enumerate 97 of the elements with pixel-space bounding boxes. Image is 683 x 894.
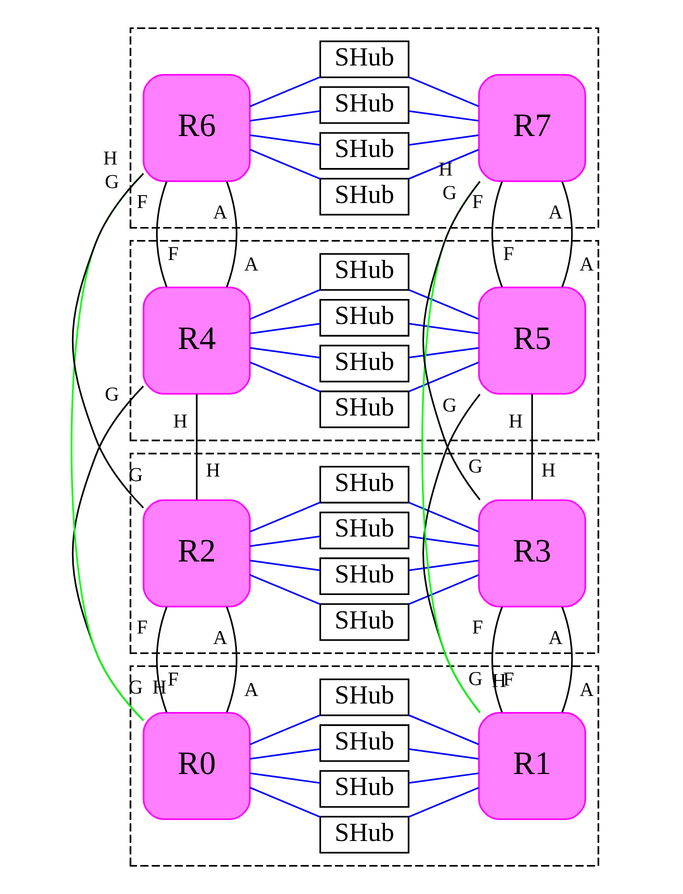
label: F [168,669,179,690]
connector [250,361,321,392]
connector [226,606,238,713]
connector [250,536,320,547]
connector [408,714,479,746]
edge-label: A [548,202,563,224]
edge-label: F [136,192,148,214]
edge-label: H [103,148,118,170]
node-box: SHub [319,178,410,216]
connector [408,362,479,392]
connector [250,148,321,180]
label: F [503,244,514,266]
connector [408,574,479,605]
connector [156,181,168,288]
connector [408,748,479,760]
node-box: SHub [319,466,410,504]
edge-label: H [508,412,523,433]
cluster [130,27,600,229]
connector [250,322,320,334]
node-box: SHub [319,253,410,291]
node-box: SHub [319,298,410,337]
connector [408,148,479,180]
node-box: R2 [142,499,251,608]
label: F [168,244,179,266]
edge-label: A [213,628,228,649]
connector [408,322,479,334]
connector [561,606,573,713]
label: A [244,254,258,276]
connector [226,181,238,288]
connector [408,536,479,547]
connector [531,394,533,500]
label: H [206,460,220,482]
connector [250,786,321,818]
node-box: R0 [142,712,251,820]
label: A [244,680,258,701]
edge-label: H [438,160,453,181]
edge-label: F [472,618,484,639]
connector [250,76,321,108]
cluster [130,665,600,867]
node-box: SHub [319,678,410,716]
node-box: R6 [142,74,251,182]
connector [491,181,503,288]
edge-label: F [136,618,148,639]
label: A [580,680,594,701]
label: H [541,460,556,482]
edge-label: G [104,384,120,406]
connector [408,560,479,572]
edge-label: G [442,396,457,417]
node-box: SHub [319,724,410,762]
node-box: R5 [478,286,586,395]
label: A [580,254,594,276]
node-box: SHub [319,816,410,854]
label: G [468,456,483,478]
connector [250,772,320,784]
connector [196,394,198,500]
node-box: SHub [319,86,410,124]
connector [408,347,479,358]
connector [250,714,321,746]
label: G [468,669,483,690]
connector [250,110,320,122]
connector [250,502,321,533]
connector [408,110,479,122]
edge-label: A [548,628,563,649]
node-box: R1 [478,712,586,820]
connector [250,574,321,606]
node-box: SHub [319,40,410,78]
node-box: R4 [142,286,251,395]
connector [422,181,481,500]
node-box: SHub [319,344,410,382]
connector [408,76,479,108]
node-box: R7 [478,74,586,182]
node-box: SHub [319,132,410,170]
connector [250,560,320,572]
edge-label: A [213,202,228,224]
connector [408,502,479,532]
edge-label: H [173,412,188,433]
edge-label: F [472,192,484,214]
node-box: SHub [319,512,410,550]
edge-label: G [104,172,120,193]
connector [408,289,479,320]
connector [250,748,320,760]
connector [408,772,479,784]
connector [408,134,479,146]
connector [250,288,321,320]
cluster [130,240,600,442]
connector [72,172,144,508]
connector [561,181,573,288]
node-box: SHub [319,557,410,596]
node-box: R3 [478,499,586,608]
node-box: SHub [319,770,410,808]
node-box: SHub [319,390,410,428]
cluster [130,452,600,654]
connector [250,347,320,358]
connector [250,134,320,146]
edge-label: G [442,182,457,204]
node-box: SHub [319,603,410,641]
connector [408,786,479,818]
